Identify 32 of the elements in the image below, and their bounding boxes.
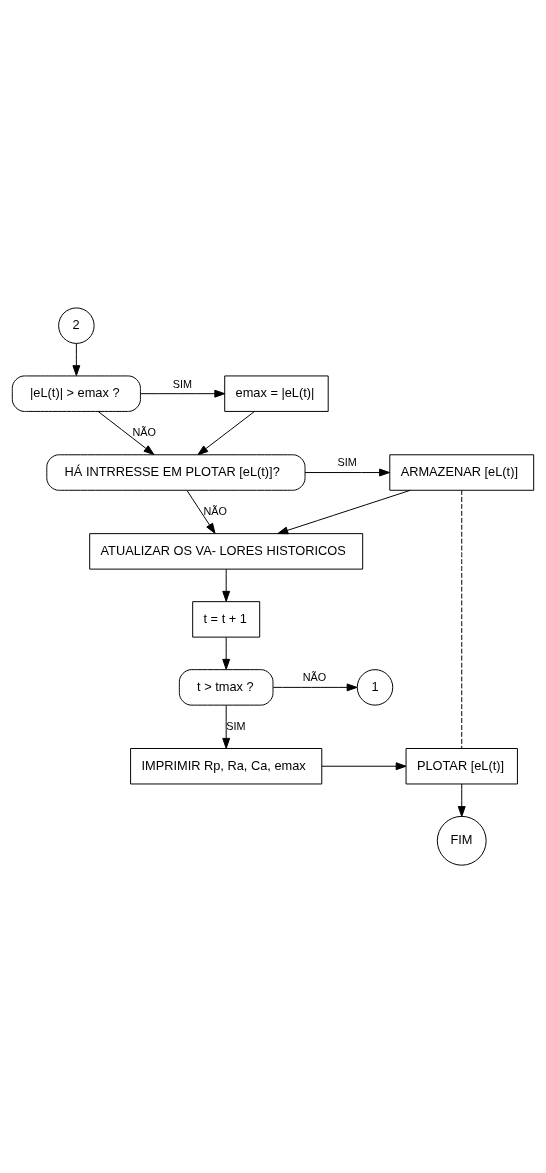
arrow xyxy=(321,762,407,771)
edge-label: SIM xyxy=(337,456,357,469)
arrow xyxy=(97,411,155,456)
arrow xyxy=(140,389,226,398)
arrow xyxy=(222,704,231,749)
arrow xyxy=(222,636,231,670)
arrow xyxy=(457,783,466,817)
node-box: IMPRIMIR Rp, Ra, Ca, emax xyxy=(130,748,323,785)
node-box: t > tmax ? xyxy=(178,669,274,706)
arrow xyxy=(72,343,81,376)
node-box: t = t + 1 xyxy=(192,601,261,638)
arrow xyxy=(277,489,411,535)
arrow xyxy=(272,683,358,692)
node-box: HÁ INTRRESSE EM PLOTAR [eL(t)]? xyxy=(46,454,306,491)
node-box: |eL(t)| > emax ? xyxy=(11,375,141,412)
arrow xyxy=(186,490,216,534)
edge-label: NÃO xyxy=(302,671,327,684)
arrow xyxy=(304,468,390,477)
node-box: emax = |eL(t)| xyxy=(224,375,329,412)
arrow xyxy=(222,568,231,602)
edge-label: SIM xyxy=(226,719,246,732)
edge-label: NÃO xyxy=(203,504,227,517)
node-box: ATUALIZAR OS VA- LORES HISTORICOS xyxy=(89,533,364,570)
edge-label: SIM xyxy=(172,377,192,390)
edge-label: NÃO xyxy=(132,425,157,438)
connector xyxy=(461,489,463,749)
node-box: PLOTAR [eL(t)] xyxy=(405,748,518,785)
node-circle: FIM xyxy=(436,815,487,866)
node-circle: 1 xyxy=(356,669,394,706)
node-circle: 2 xyxy=(58,307,95,344)
arrow xyxy=(197,411,255,456)
node-box: ARMAZENAR [eL(t)] xyxy=(389,454,535,491)
